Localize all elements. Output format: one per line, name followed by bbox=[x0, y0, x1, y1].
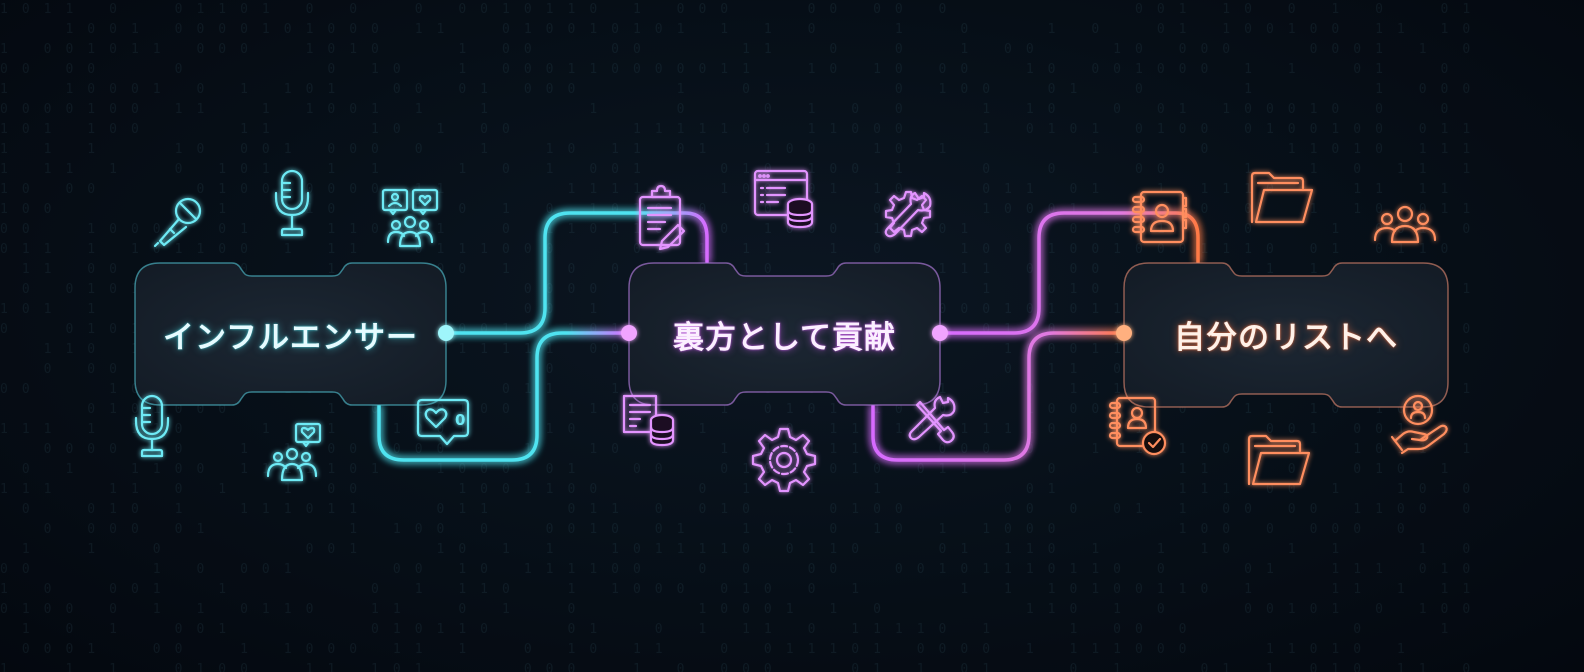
connector-behind-scenes-to-own-list bbox=[871, 211, 1200, 462]
output-port-dot bbox=[932, 325, 948, 341]
contact-book-icon bbox=[1131, 190, 1188, 244]
clipboard-edit-icon bbox=[638, 184, 686, 251]
input-port-dot bbox=[1116, 325, 1132, 341]
small-microphone-icon bbox=[134, 394, 170, 458]
gear-icon bbox=[751, 427, 817, 493]
tools-crossed-icon bbox=[908, 395, 956, 444]
like-count: 0 bbox=[455, 411, 465, 429]
group-users-icon bbox=[1373, 205, 1437, 244]
community-heart-icon bbox=[266, 422, 322, 482]
connector-influencer-to-behind-scenes bbox=[377, 211, 709, 462]
node-label-influencer: インフルエンサー bbox=[162, 320, 419, 356]
node-label-own-list: 自分のリストへ bbox=[1174, 320, 1398, 356]
browser-database-icon bbox=[753, 169, 814, 229]
studio-microphone-icon bbox=[274, 169, 310, 237]
input-port-dot bbox=[621, 325, 637, 341]
node-box-influencer[interactable] bbox=[134, 258, 454, 407]
output-port-dot bbox=[438, 325, 454, 341]
audience-chat-bubbles-icon bbox=[381, 188, 439, 248]
hand-user-icon bbox=[1390, 394, 1448, 455]
open-folder-icon bbox=[1247, 434, 1311, 486]
node-label-behind-scenes: 裏方として貢献 bbox=[672, 320, 897, 356]
handheld-microphone-icon bbox=[153, 197, 202, 248]
node-box-behind-scenes[interactable] bbox=[621, 258, 948, 407]
open-folder-icon bbox=[1250, 171, 1314, 224]
like-notification-icon bbox=[416, 398, 470, 446]
gear-wrench-icon bbox=[884, 190, 932, 238]
contact-book-check-icon bbox=[1108, 396, 1167, 456]
document-database-icon bbox=[622, 394, 675, 447]
